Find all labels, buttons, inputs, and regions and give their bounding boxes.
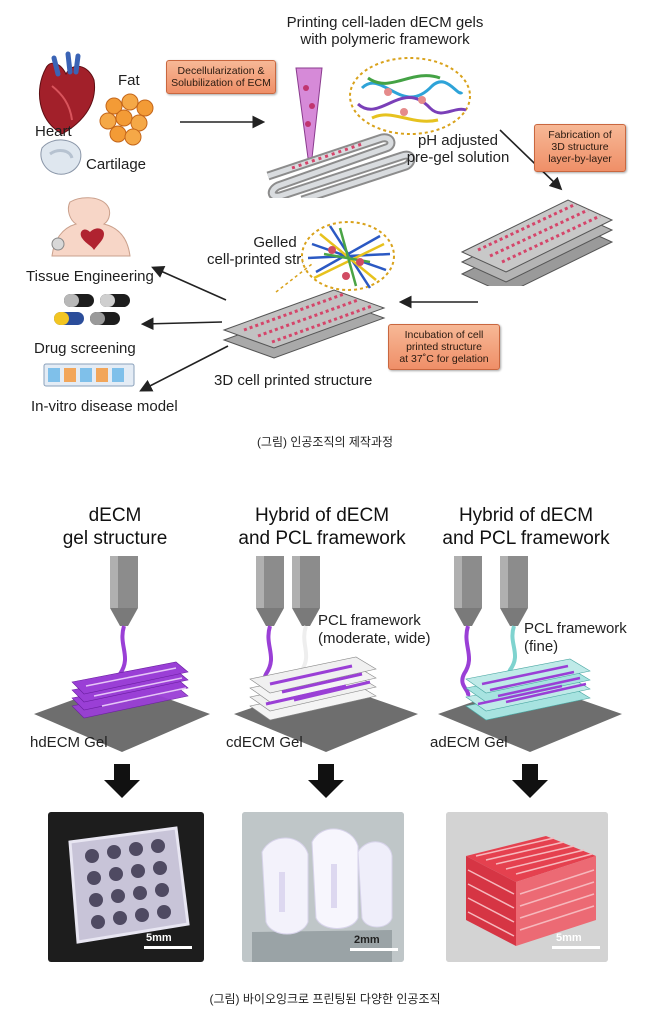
nozzle-icon	[500, 608, 528, 626]
column-2-title: Hybrid of dECM and PCL framework	[232, 504, 412, 550]
down-arrows	[104, 764, 548, 798]
down-arrow-icon	[512, 764, 548, 798]
bottom-figure-caption: (그림) 바이오잉크로 프린팅된 다양한 인공조직	[209, 992, 441, 1006]
printed-structure-label: 3D cell printed structure	[214, 372, 373, 389]
column-1-printing-illustration	[34, 556, 210, 752]
column-3-gel-label: adECM Gel	[430, 734, 508, 751]
column-2-title-line2: and PCL framework	[238, 528, 406, 549]
decellularization-box-line2: Solubilization of ECM	[171, 77, 271, 89]
nozzle-icon	[295, 67, 323, 159]
printing-heading-line2: with polymeric framework	[300, 31, 470, 48]
column-2-framework-line2: (moderate, wide)	[318, 630, 431, 647]
column-1-title-line1: dECM	[88, 505, 142, 526]
fabrication-box-line1: Fabrication of	[548, 129, 612, 141]
cartilage-icon	[40, 139, 82, 175]
column-2-scale-label: 2mm	[354, 934, 380, 946]
capsule-pills-icon	[54, 294, 130, 325]
arrow-to-fabrication	[499, 129, 563, 191]
down-arrow-icon	[308, 764, 344, 798]
human-torso-icon	[51, 197, 131, 257]
cartilage-label: Cartilage	[86, 156, 147, 173]
nozzle-icon	[292, 608, 320, 626]
incubation-box: Incubation of cell printed structure at …	[388, 324, 500, 370]
column-2-framework-line1: PCL framework	[318, 612, 421, 629]
heart-label: Heart	[35, 123, 72, 140]
well-plate-icon	[43, 363, 135, 387]
nozzle-icon	[256, 608, 284, 626]
gelled-label-line1: Gelled	[253, 234, 297, 251]
column-1-scale-label: 5mm	[146, 932, 172, 944]
heart-icon	[39, 51, 96, 135]
column-1-title: dECM gel structure	[40, 504, 190, 550]
column-3-framework-line1: PCL framework	[524, 620, 627, 637]
column-3-title-line1: Hybrid of dECM	[458, 505, 594, 526]
down-arrow-icon	[104, 764, 140, 798]
nozzle-icon	[110, 608, 138, 626]
process-arrows	[139, 115, 563, 392]
tissue-engineering-label: Tissue Engineering	[26, 268, 154, 285]
fat-label: Fat	[118, 72, 140, 89]
column-2-title-line1: Hybrid of dECM	[254, 505, 390, 526]
fabrication-box: Fabrication of 3D structure layer-by-lay…	[534, 124, 626, 172]
column-3-title: Hybrid of dECM and PCL framework	[436, 504, 616, 550]
column-2-printing-illustration	[234, 556, 418, 752]
column-2-gel-label: cdECM Gel	[226, 734, 303, 751]
ph-label-line2: pre-gel solution	[406, 149, 510, 166]
fat-icon	[99, 93, 154, 146]
nozzle-icon	[454, 608, 482, 626]
layered-structure-illustration	[460, 199, 614, 286]
drug-screening-label: Drug screening	[34, 340, 136, 357]
column-3-framework-label: PCL framework (fine)	[524, 620, 627, 656]
incubation-box-line2: printed structure	[406, 341, 482, 353]
decellularization-box-line1: Decellularization &	[177, 65, 265, 77]
tissue-sources-illustration	[39, 51, 154, 175]
column-3-printing-illustration	[438, 556, 622, 752]
printing-heading: Printing cell-laden dECM gels with polym…	[270, 14, 500, 48]
column-3-photo: 5mm	[446, 812, 608, 962]
printing-illustration	[266, 57, 471, 198]
column-3-framework-line2: (fine)	[524, 638, 559, 655]
incubation-box-line3: at 37˚C for gelation	[399, 353, 489, 365]
column-2-framework-label: PCL framework (moderate, wide)	[318, 612, 431, 648]
ph-label-line1: pH adjusted	[417, 132, 499, 149]
arrow-to-disease-model	[139, 345, 229, 392]
gel-scaffold-photo	[68, 826, 190, 944]
column-1-title-line2: gel structure	[62, 528, 168, 549]
fabrication-box-line3: layer-by-layer	[548, 153, 612, 165]
disease-model-label: In-vitro disease model	[31, 398, 178, 415]
column-3-scale-label: 5mm	[556, 932, 582, 944]
hybrid-fine-scaffold-photo	[446, 812, 608, 962]
column-2-photo: 2mm	[242, 812, 404, 962]
gelled-structure-illustration	[222, 221, 395, 359]
column-3-title-line2: and PCL framework	[442, 528, 610, 549]
hybrid-wide-scaffold-photo	[242, 812, 404, 962]
application-illustrations	[43, 197, 135, 387]
column-1-scale-bar	[144, 946, 192, 949]
column-1-photo: 5mm	[48, 812, 204, 962]
decellularization-box: Decellularization & Solubilization of EC…	[166, 60, 276, 94]
top-figure-caption: (그림) 인공조직의 제작과정	[256, 435, 394, 449]
arrow-to-tissue-engineering	[151, 266, 227, 301]
column-3-scale-bar	[552, 946, 600, 949]
printing-heading-line1: Printing cell-laden dECM gels	[286, 14, 484, 31]
column-1-gel-label: hdECM Gel	[30, 734, 108, 751]
fabrication-box-line2: 3D structure	[551, 141, 609, 153]
incubation-box-line1: Incubation of cell	[404, 329, 484, 341]
column-2-scale-bar	[350, 948, 398, 951]
arrow-to-drug-screening	[140, 317, 223, 331]
ph-label: pH adjusted pre-gel solution	[398, 132, 518, 166]
